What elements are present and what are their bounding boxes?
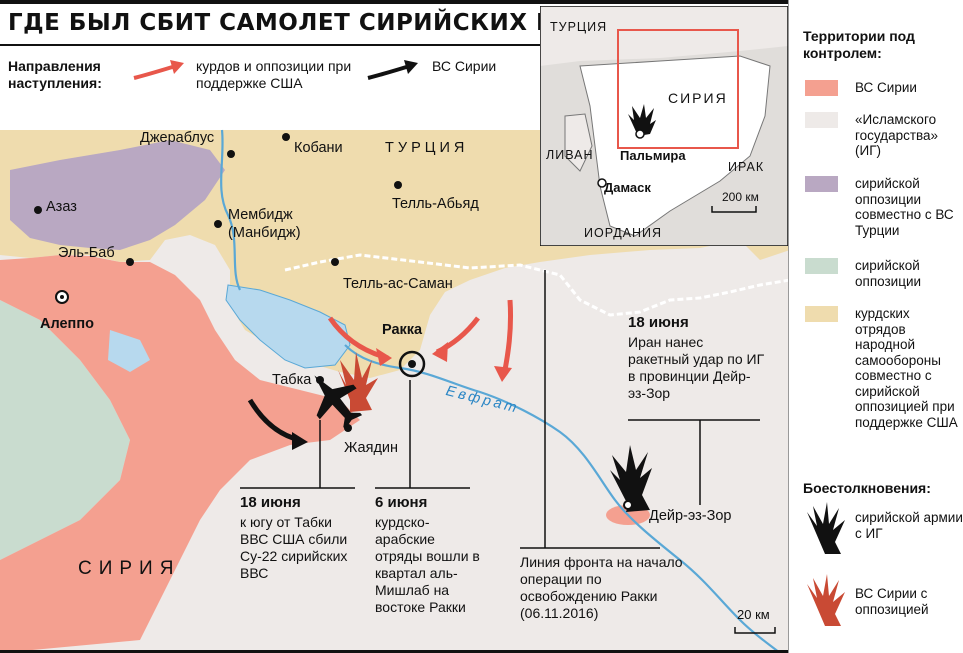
legend-clash-govt-opposition: ВС Сирии с оппозицией [855,586,929,617]
opposition-turkey-territory [10,140,225,250]
swatch-government [805,80,838,96]
swatch-opposition-turkey [805,176,838,192]
inset-palmyra: Пальмира [620,148,686,163]
inset-map [540,6,788,246]
legend-panel: Территории под контролем: ВС Сирии «Исла… [788,0,963,653]
syria-arrow-legend-icon [367,60,418,80]
legend-clash-army-is: сирийской армии с ИГ [855,510,963,541]
lake-jabbul [108,330,150,372]
kurd-arrow-legend-icon [133,60,184,80]
legend-is: «Исламского государства» (ИГ) [855,112,939,158]
swatch-opposition [805,258,838,274]
lake-assad [225,284,351,369]
city-dots [34,133,402,432]
label-zhayadin: Жаядин [344,440,399,456]
government-territory [0,255,360,653]
label-raqqa: Ракка [382,322,423,338]
legend-heading: Территории под контролем: [803,28,915,61]
inset-turkey: ТУРЦИЯ [550,20,608,34]
label-jerablus: Джераблус [140,130,215,146]
opposition-territory [0,300,130,560]
label-tabqa: Табка [272,372,312,388]
iran-date: 18 июня [628,314,689,331]
scale-label: 20 км [737,607,770,622]
raqqa-target [398,350,426,378]
legend-government: ВС Сирии [855,80,917,95]
legend-opposition-turkey: сирийской оппозиции совместно с ВС Турци… [855,176,954,238]
mishlab-date: 6 июня [375,494,428,511]
swatch-kurdish [805,306,838,322]
legend-opposition: сирийской оппозиции [855,258,922,289]
inset-damascus: Дамаск [604,180,651,195]
clash-zhayadin [338,352,378,412]
label-azaz: Азаз [46,199,77,215]
clash-deir [610,445,652,512]
label-tell-saman: Телль-ас-Саман [343,276,453,292]
label-tell-abyad: Телль-Абьяд [392,196,479,212]
swatch-is [805,112,838,128]
shootdown-date: 18 июня [240,494,301,511]
inset-scale: 200 км [722,190,759,204]
frontline-text: Линия фронта на начало операции по освоб… [520,554,683,621]
directions-heading: Направления наступления: [8,58,102,91]
label-kobani: Кобани [294,140,343,156]
label-aleppo: Алеппо [40,316,94,332]
callout-lines [240,270,776,634]
iran-text: Иран нанес ракетный удар по ИГ в провинц… [628,334,765,401]
inset-lebanon: ЛИВАН [546,148,594,162]
shootdown-text: к югу от Табки ВВС США сбили Су-22 сирий… [240,514,348,581]
mishlab-text: курдско-арабские отряды вошли в квартал … [375,514,480,615]
clash-govt-opposition-icon [807,574,845,626]
page-title: ГДЕ БЫЛ СБИТ САМОЛЕТ СИРИЙСКИХ ВВС [8,10,590,36]
label-al-bab: Эль-Баб [58,245,115,261]
label-turkey: ТУРЦИЯ [385,140,469,156]
legend-kurdish: курдских отрядов народной самообороны со… [855,306,958,430]
kurd-direction-label: курдов и оппозиции при поддержке США [196,58,352,91]
frontline [284,253,791,317]
inset-iraq: ИРАК [728,160,765,174]
syria-direction-label: ВС Сирии [432,58,497,74]
label-syria: СИРИЯ [78,558,181,579]
label-manbij: Мембидж (Манбидж) [228,207,301,241]
plane-icon [314,375,363,430]
inset-jordan: ИОРДАНИЯ [584,226,663,240]
label-deir: Дейр-эз-Зор [649,508,732,524]
clash-heading: Боестолкновения: [803,480,931,496]
clash-army-is-icon [807,502,845,554]
inset-syria: СИРИЯ [668,90,728,106]
